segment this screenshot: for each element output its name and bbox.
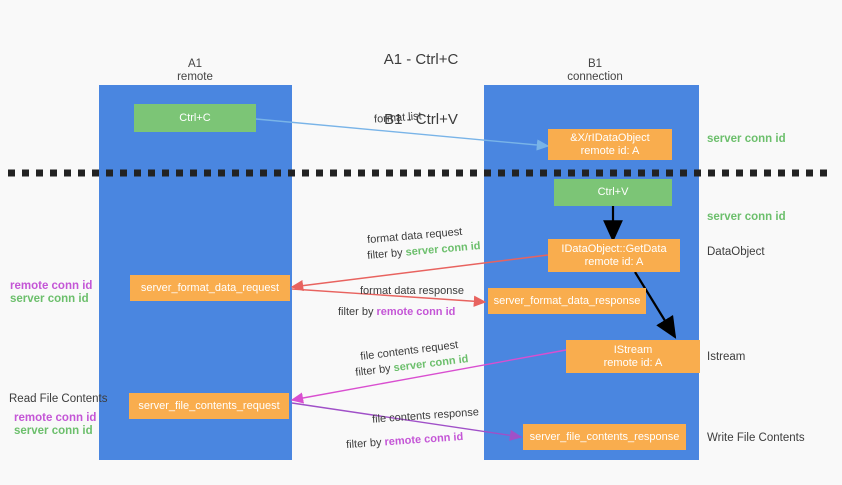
column-a1-name: A1 (187, 58, 203, 70)
edge-label-file-contents-response-filter: filter by remote conn id (346, 430, 464, 452)
edge-filter-value-fdresp: remote conn id (376, 306, 456, 318)
node-istream[interactable]: IStream remote id: A (566, 340, 700, 373)
node-server-format-data-response-label: server_format_data_response (493, 294, 641, 307)
node-server-file-contents-request-label: server_file_contents_request (138, 399, 280, 412)
node-getdata-line-1: IDataObject::GetData (561, 242, 667, 255)
edge-filter-prefix-fdresp: filter by (338, 306, 377, 318)
node-istream-line-1: IStream (613, 343, 653, 356)
edge-filter-prefix-fcreq: filter by (354, 362, 395, 379)
column-a1-sub: remote (177, 71, 213, 83)
column-b1-sub: connection (567, 71, 623, 83)
column-header-a1: A1 remote (120, 58, 270, 84)
edge-label-format-data-response-line-1: format data response (360, 285, 464, 297)
node-ctrl-v[interactable]: Ctrl+V (554, 179, 672, 206)
node-ctrl-c-label: Ctrl+C (179, 111, 211, 124)
column-header-b1: B1 connection (520, 58, 670, 84)
node-data-object-line-2: remote id: A (580, 144, 640, 157)
node-getdata-line-2: remote id: A (584, 255, 644, 268)
left-label-remote-conn-id-1: remote conn id (10, 280, 93, 292)
column-b1-name: B1 (587, 58, 603, 70)
left-label-read-file-contents: Read File Contents (9, 393, 108, 405)
node-server-file-contents-response-label: server_file_contents_response (529, 430, 680, 443)
left-label-remote-conn-id-2: remote conn id (14, 412, 97, 424)
left-label-server-conn-id-1: server conn id (10, 293, 89, 305)
node-data-object-remote[interactable]: &X/rIDataObject remote id: A (548, 129, 672, 160)
right-label-istream: Istream (707, 351, 746, 363)
node-server-format-data-request-label: server_format_data_request (140, 281, 280, 294)
edge-label-file-contents-response: file contents response (372, 405, 480, 426)
right-label-server-conn-id-2: server conn id (707, 211, 786, 223)
node-server-file-contents-request[interactable]: server_file_contents_request (129, 393, 289, 419)
left-label-server-conn-id-2: server conn id (14, 425, 93, 437)
right-label-write-file-contents: Write File Contents (707, 432, 805, 444)
edge-label-format-data-response: format data response (360, 284, 464, 298)
node-data-object-line-1: &X/rIDataObject (570, 131, 650, 144)
edge-filter-prefix-fdreq: filter by (366, 246, 407, 262)
title-line-1: A1 - Ctrl+C (383, 51, 459, 68)
edge-label-file-contents-response-line-1: file contents response (371, 406, 480, 426)
edge-filter-prefix-fcresp: filter by (345, 436, 385, 452)
node-istream-line-2: remote id: A (603, 356, 663, 369)
node-server-format-data-response[interactable]: server_format_data_response (488, 288, 646, 314)
node-idataobject-getdata[interactable]: IDataObject::GetData remote id: A (548, 239, 680, 272)
node-server-file-contents-response[interactable]: server_file_contents_response (523, 424, 686, 450)
node-ctrl-v-label: Ctrl+V (597, 186, 629, 198)
edge-filter-value-fcresp: remote conn id (384, 430, 464, 449)
right-label-server-conn-id-1: server conn id (707, 133, 786, 145)
node-server-format-data-request[interactable]: server_format_data_request (130, 275, 290, 301)
edge-label-format-data-response-filter: filter by remote conn id (338, 305, 455, 319)
right-label-data-object: DataObject (707, 246, 765, 258)
edge-label-format-list-text: format list (373, 110, 423, 126)
node-ctrl-c[interactable]: Ctrl+C (134, 104, 256, 132)
